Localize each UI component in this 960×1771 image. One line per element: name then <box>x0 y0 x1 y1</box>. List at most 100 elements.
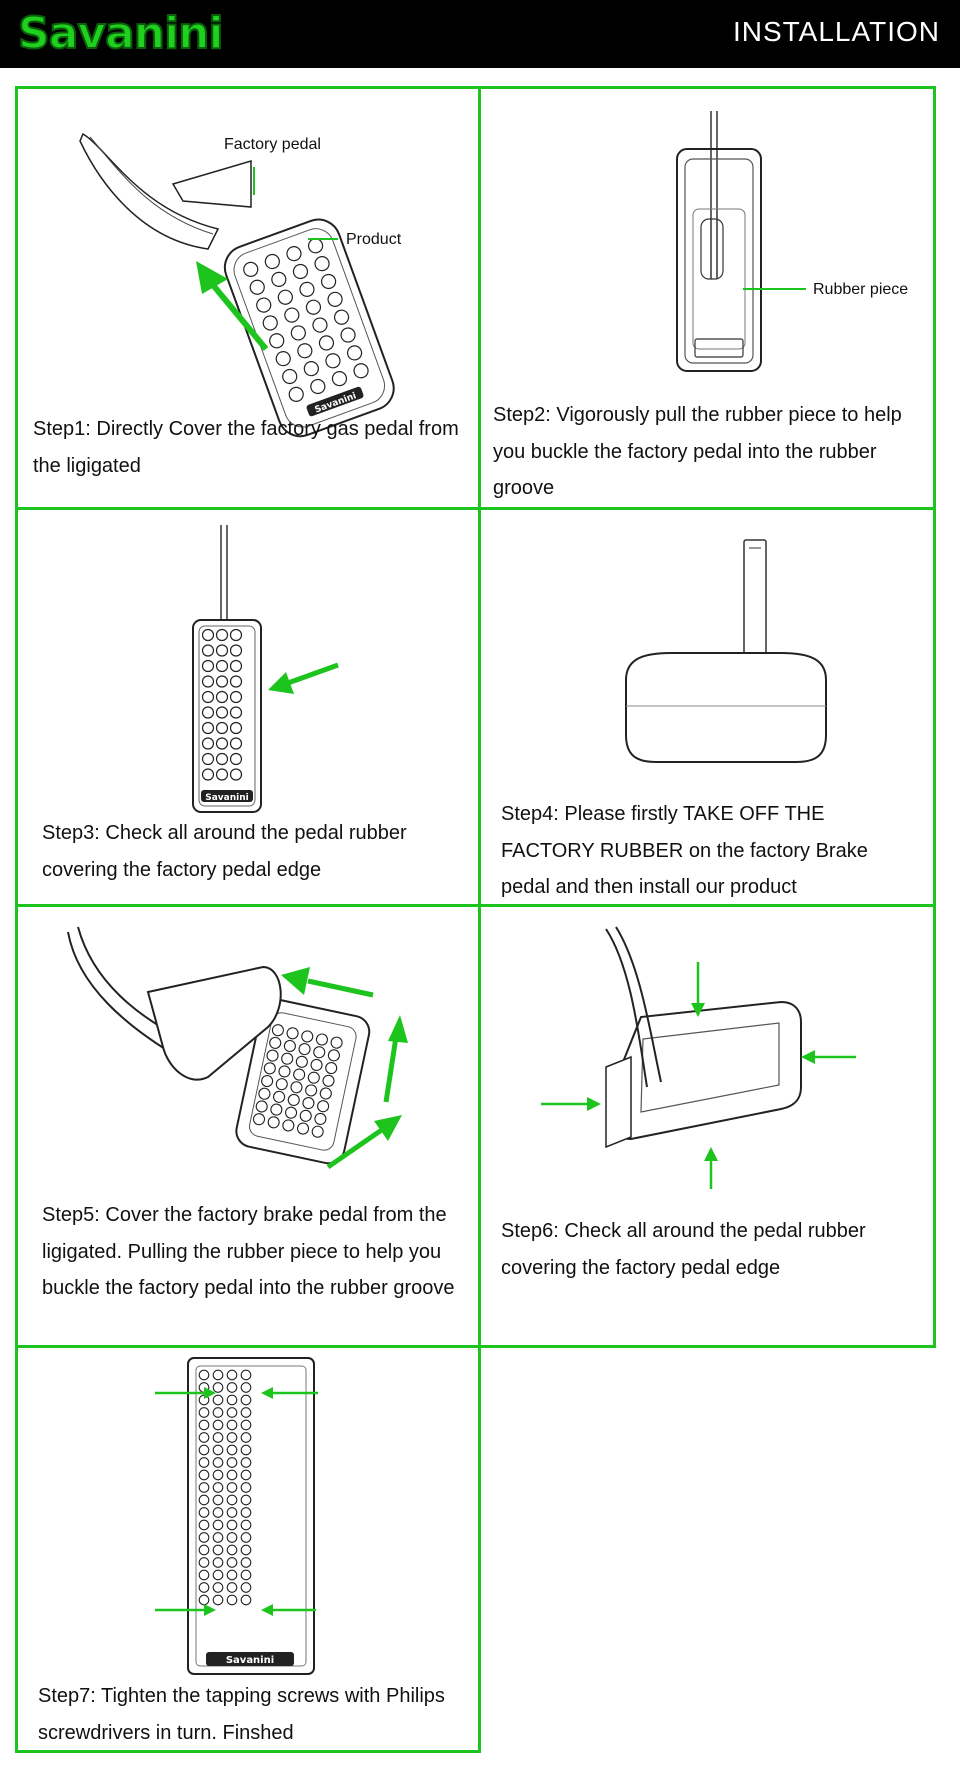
pedal-grip-dot <box>270 1103 283 1116</box>
step-5-panel: Step5: Cover the factory brake pedal fro… <box>15 904 481 1348</box>
pedal-grip-dot <box>318 335 335 351</box>
pedal-grip-dot <box>325 1062 338 1075</box>
pedal-grip-dot <box>198 1507 210 1518</box>
pedal-grip-dot <box>201 659 215 673</box>
pedal-grip-dot <box>240 1432 252 1443</box>
pedal-grip-dot <box>215 675 229 688</box>
pedal-grip-dot <box>198 1469 210 1481</box>
pedal-grip-dot <box>284 307 300 323</box>
pedal-grip-dot <box>240 1394 252 1406</box>
pedal-grip-dot <box>229 768 243 781</box>
pedal-grip-dot <box>226 1444 238 1456</box>
pedal-grip-dot <box>201 690 215 704</box>
gas-pedal-product: Savanini <box>223 218 395 438</box>
pedal-grip-dot <box>263 1062 276 1075</box>
pedal-grip-dot <box>198 1407 210 1418</box>
pedal-grip-dot <box>240 1544 252 1556</box>
step-2-illustration: Rubber piece <box>676 111 908 372</box>
pedal-grip-dot <box>325 353 341 369</box>
pedal-grip-dot <box>226 1507 238 1518</box>
pedal-grip-dot <box>229 644 243 657</box>
pedal-grip-dot <box>290 1081 303 1094</box>
pedal-grip-dot <box>198 1569 210 1581</box>
pedal-grip-dot <box>240 1532 252 1543</box>
step-6-illustration <box>541 926 856 1189</box>
pedal-grip-dot <box>305 1084 318 1097</box>
pedal-grip-dot <box>212 1557 224 1568</box>
pedal-grip-dot <box>307 1071 320 1084</box>
pedal-grip-dot <box>198 1369 210 1381</box>
pedal-grip-dot <box>240 1557 252 1568</box>
pedal-grip-dot <box>229 690 243 704</box>
pedal-grip-dot <box>198 1519 210 1531</box>
pedal-grip-dot <box>282 368 298 385</box>
pedal-grip-dot <box>215 721 229 735</box>
pedal-grip-dot <box>212 1544 224 1556</box>
pedal-grip-dot <box>212 1519 224 1531</box>
pedal-grip-dot <box>255 1100 268 1113</box>
pedal-grip-dot <box>310 378 326 395</box>
pedal-grip-dot <box>215 768 229 781</box>
pedal-grip-dot <box>333 309 350 325</box>
pedal-grip-dot <box>226 1382 238 1393</box>
pedal-grip-dot <box>229 659 243 673</box>
pedal-grip-dot <box>240 1382 252 1393</box>
pedal-grip-dot <box>283 1039 296 1053</box>
pedal-grip-dot <box>212 1507 224 1518</box>
pedal-grip-dot <box>346 345 363 361</box>
pedal-grip-dot <box>226 1557 238 1568</box>
pedal-grip-dot <box>198 1482 210 1493</box>
pedal-grip-dot <box>320 273 337 290</box>
pedal-grip-dot <box>198 1544 210 1556</box>
pedal-grip-dot <box>240 1419 252 1431</box>
pedal-grip-dot <box>240 1594 252 1606</box>
step-2-panel: Rubber piece Step2: Vigorously pull the … <box>478 86 936 510</box>
pedal-grip-dot <box>293 1068 306 1081</box>
pedal-grip-dot <box>212 1532 224 1543</box>
pedal-grip-dot <box>212 1494 224 1506</box>
pedal-grip-dot <box>261 1074 274 1088</box>
pedal-grip-dot <box>201 675 215 688</box>
pedal-grip-dot <box>315 1033 328 1046</box>
pedal-grip-dot <box>226 1432 238 1443</box>
pedal-grip-dot <box>201 737 215 750</box>
pedal-grip-dot <box>229 721 243 735</box>
pedal-grip-dot <box>312 317 328 333</box>
pedal-grip-dot <box>201 752 215 766</box>
pedal-grip-dot <box>212 1394 224 1406</box>
pedal-grip-dot <box>226 1394 238 1406</box>
pedal-grip-dot <box>262 315 278 331</box>
step-1-panel: Savanini Factory pedal Product Step1: Di… <box>15 86 481 510</box>
pedal-grip-dot <box>198 1532 210 1543</box>
pedal-grip-dot <box>286 1027 299 1040</box>
pedal-grip-dot <box>243 261 259 277</box>
pedal-grip-dot <box>290 325 306 341</box>
step-7-panel: Savanini Step7: Tighten the tapping scre… <box>15 1345 481 1753</box>
pedal-grip-dot <box>302 1097 315 1110</box>
pedal-grip-dot <box>282 1119 295 1132</box>
pedal-grip-dot <box>212 1482 224 1493</box>
label-rubber-piece: Rubber piece <box>813 281 908 298</box>
pedal-grip-dot <box>226 1407 238 1418</box>
pedal-grip-dot <box>314 1112 327 1125</box>
pedal-grip-dot <box>215 690 229 704</box>
pedal-grip-dot <box>215 628 229 642</box>
step-3-caption: Step3: Check all around the pedal rubber… <box>42 822 407 881</box>
pedal-grip-dot <box>299 281 315 297</box>
pedal-grip-dot <box>201 706 215 719</box>
pedal-grip-dot <box>240 1482 252 1493</box>
pedal-grip-dot <box>198 1494 210 1506</box>
pedal-grip-dot <box>330 1036 343 1049</box>
pedal-grip-dot <box>215 752 229 766</box>
pedal-grip-dot <box>215 659 229 673</box>
pedal-grip-dot <box>327 291 343 307</box>
pedal-grip-dot <box>275 351 291 367</box>
pedal-grip-dot <box>215 644 229 657</box>
pedal-grip-dot <box>226 1482 238 1493</box>
pedal-grip-dot <box>212 1432 224 1443</box>
pedal-grip-dot <box>229 628 243 642</box>
pedal-grip-dot <box>269 1036 282 1049</box>
pedal-grip-dot <box>215 737 229 750</box>
pedal-grip-dot <box>198 1557 210 1568</box>
pedal-grip-dot <box>226 1582 238 1593</box>
